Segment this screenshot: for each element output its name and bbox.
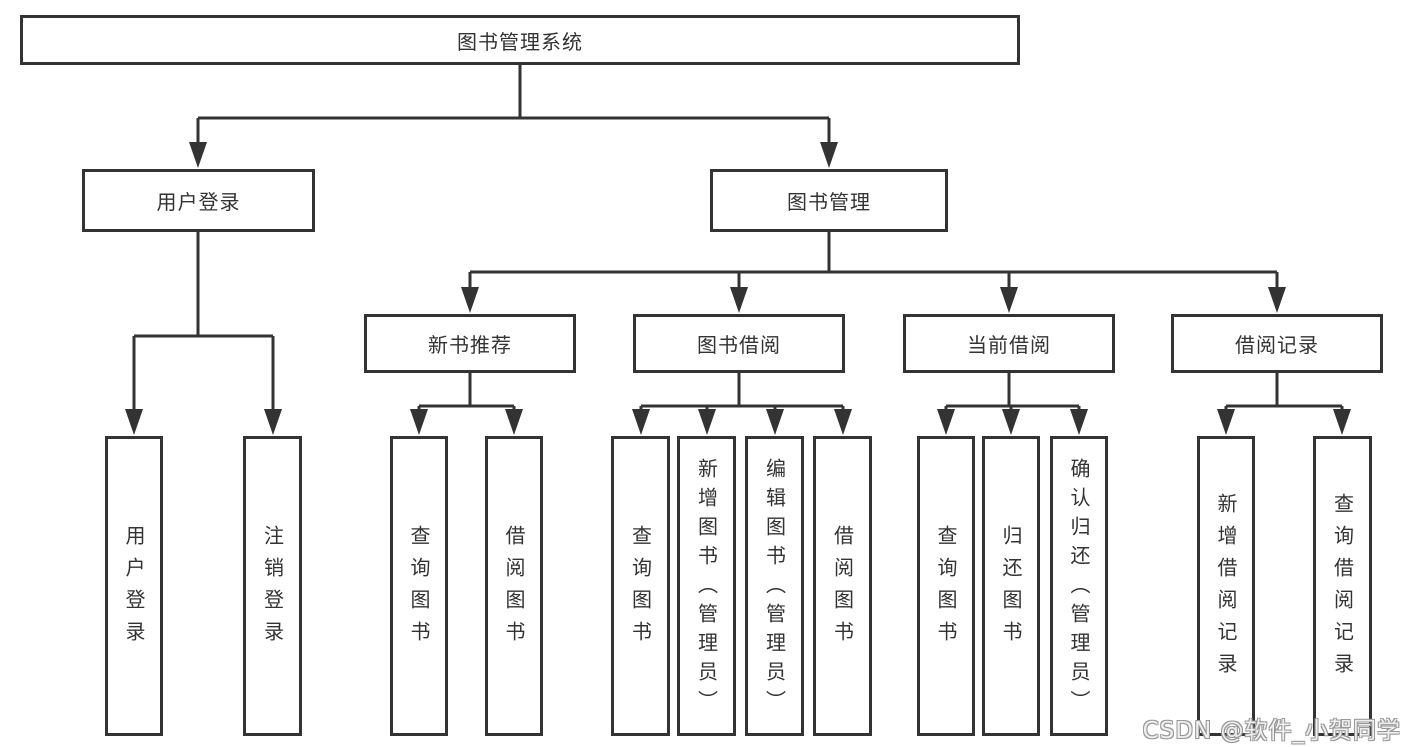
leaf-add-books-admin: 新增图书（管理员） [677, 436, 736, 736]
arrowhead [730, 287, 748, 313]
arrowhead [1002, 409, 1020, 435]
arrowhead [1268, 287, 1286, 313]
arrowhead [505, 409, 523, 435]
arrowhead [937, 409, 955, 435]
node-book-management: 图书管理 [710, 169, 948, 232]
node-book-borrow: 图书借阅 [633, 314, 845, 373]
node-root: 图书管理系统 [20, 15, 1020, 65]
arrowhead [632, 409, 650, 435]
leaf-query-books-borrow: 查询图书 [611, 436, 670, 736]
leaf-return-books: 归还图书 [982, 436, 1040, 736]
arrowhead [698, 409, 716, 435]
arrowhead [1070, 409, 1088, 435]
arrowhead [410, 409, 428, 435]
arrowhead [1333, 409, 1351, 435]
leaf-query-books-recommend: 查询图书 [390, 436, 448, 736]
node-user-login: 用户登录 [82, 169, 315, 232]
leaf-borrow-books-recommend: 借阅图书 [485, 436, 543, 736]
arrowhead [834, 409, 852, 435]
leaf-user-login: 用户登录 [105, 436, 163, 736]
arrowhead [125, 409, 143, 435]
csdn-watermark: CSDN @软件_小贺同学 [1142, 718, 1401, 744]
arrowhead [264, 409, 282, 435]
node-borrow-records: 借阅记录 [1171, 314, 1383, 373]
leaf-query-books-current: 查询图书 [917, 436, 975, 736]
arrowhead [189, 142, 207, 168]
node-current-borrow: 当前借阅 [903, 314, 1115, 373]
leaf-borrow-books: 借阅图书 [813, 436, 872, 736]
arrowhead [1000, 287, 1018, 313]
leaf-add-borrow-record: 新增借阅记录 [1197, 436, 1255, 736]
leaf-query-borrow-record: 查询借阅记录 [1313, 436, 1372, 736]
arrowhead [1217, 409, 1235, 435]
leaf-logout-login: 注销登录 [243, 436, 302, 736]
arrowhead [820, 142, 838, 168]
arrowhead [766, 409, 784, 435]
leaf-confirm-return-admin: 确认归还（管理员） [1050, 436, 1108, 736]
arrowhead [461, 287, 479, 313]
leaf-edit-books-admin: 编辑图书（管理员） [745, 436, 804, 736]
node-new-book-recommend: 新书推荐 [364, 314, 576, 373]
